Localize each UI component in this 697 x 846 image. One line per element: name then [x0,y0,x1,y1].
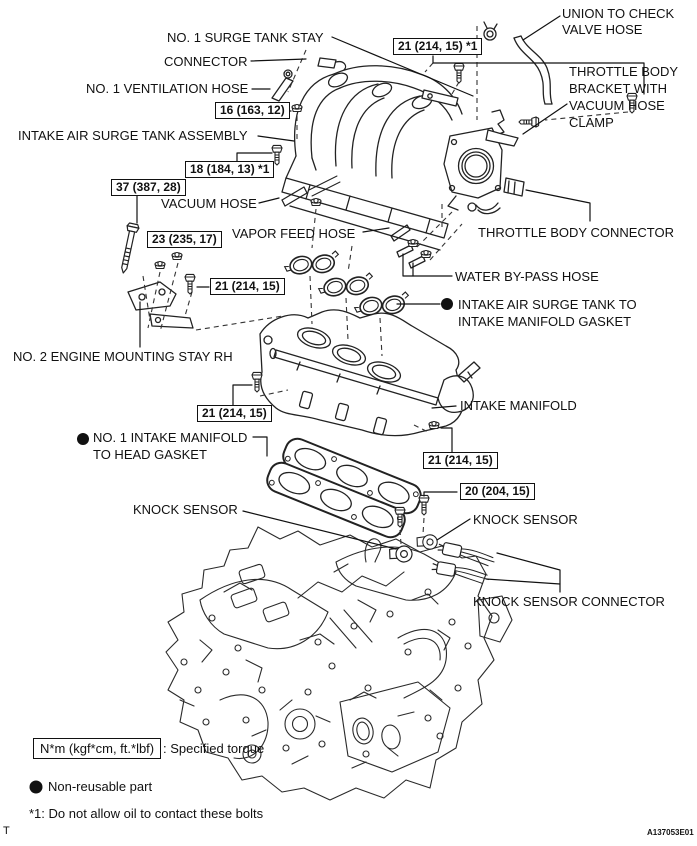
torque-box-21-left: 21 (214, 15) [197,405,272,422]
vapor-feed-hose-part [390,224,411,242]
label-throttle-bracket: THROTTLE BODY BRACKET WITH VACUUM HOSE C… [569,64,679,130]
water-bypass-hose-part [396,244,426,269]
label-surge-to-manifold-gasket: INTAKE AIR SURGE TANK TO INTAKE MANIFOLD… [458,297,637,329]
label-connector: CONNECTOR [164,54,248,69]
throttle-bracket-part [485,109,519,147]
figure-code: A137053E01 [647,828,694,837]
torque-box-37: 37 (387, 28) [111,179,186,196]
label-union-check-valve: UNION TO CHECK VALVE HOSE [562,6,675,37]
torque-box-20: 20 (204, 15) [460,483,535,500]
legend-footnote: *1: Do not allow oil to contact these bo… [29,806,264,821]
torque-box-16: 16 (163, 12) [215,102,290,119]
label-intake-manifold: INTAKE MANIFOLD [460,398,577,413]
torque-box-18: 18 (184, 13) *1 [185,161,275,178]
label-ventilation-hose: NO. 1 VENTILATION HOSE [86,81,249,96]
torque-box-21-right: 21 (214, 15) [423,452,498,469]
intake-manifold-drawing [259,309,481,437]
legend-non-reusable: Non-reusable part [48,779,153,794]
label-knock-sensor-connector: KNOCK SENSOR CONNECTOR [473,594,665,609]
engine-block-drawing [165,526,513,801]
vacuum-hose-part [281,175,341,207]
non-reusable-bullet-icon [29,780,43,794]
surge-tank-drawing [271,21,553,269]
dashed-alignment-lines [142,26,629,545]
non-reusable-bullet-icon [77,433,89,445]
leader-lines [136,15,645,593]
legend-torque-desc: : Specified torque [163,741,265,756]
label-water-bypass-hose: WATER BY-PASS HOSE [455,269,599,284]
label-knock-sensor-left: KNOCK SENSOR [133,502,238,517]
label-vapor-feed-hose: VAPOR FEED HOSE [232,226,356,241]
connector-part [317,57,347,71]
label-throttle-body-connector: THROTTLE BODY CONNECTOR [478,225,674,240]
throttle-body-connector-part [467,177,525,215]
union-check-valve-hose-part [513,35,553,105]
label-engine-mounting-stay: NO. 2 ENGINE MOUNTING STAY RH [13,349,233,364]
label-manifold-head-gasket: NO. 1 INTAKE MANIFOLD TO HEAD GASKET [93,430,248,462]
corner-mark: T [3,825,10,837]
legend-torque-box: N*m (kgf*cm, ft.*lbf) [33,738,162,759]
torque-box-21-top: 21 (214, 15) *1 [393,38,483,55]
label-surge-tank-assembly: INTAKE AIR SURGE TANK ASSEMBLY [18,128,248,143]
label-knock-sensor-right: KNOCK SENSOR [473,512,578,527]
torque-box-21-mid: 21 (214, 15) [210,278,285,295]
label-surge-tank-stay: NO. 1 SURGE TANK STAY [167,30,324,45]
engine-mounting-stay-parts [127,281,194,329]
non-reusable-bullet-icon [441,298,453,310]
surge-tank-stay-part [421,89,459,107]
label-vacuum-hose: VACUUM HOSE [161,196,257,211]
torque-box-23: 23 (235, 17) [147,231,222,248]
hose-clamp-part [483,21,498,41]
ventilation-hose-part [271,69,294,102]
